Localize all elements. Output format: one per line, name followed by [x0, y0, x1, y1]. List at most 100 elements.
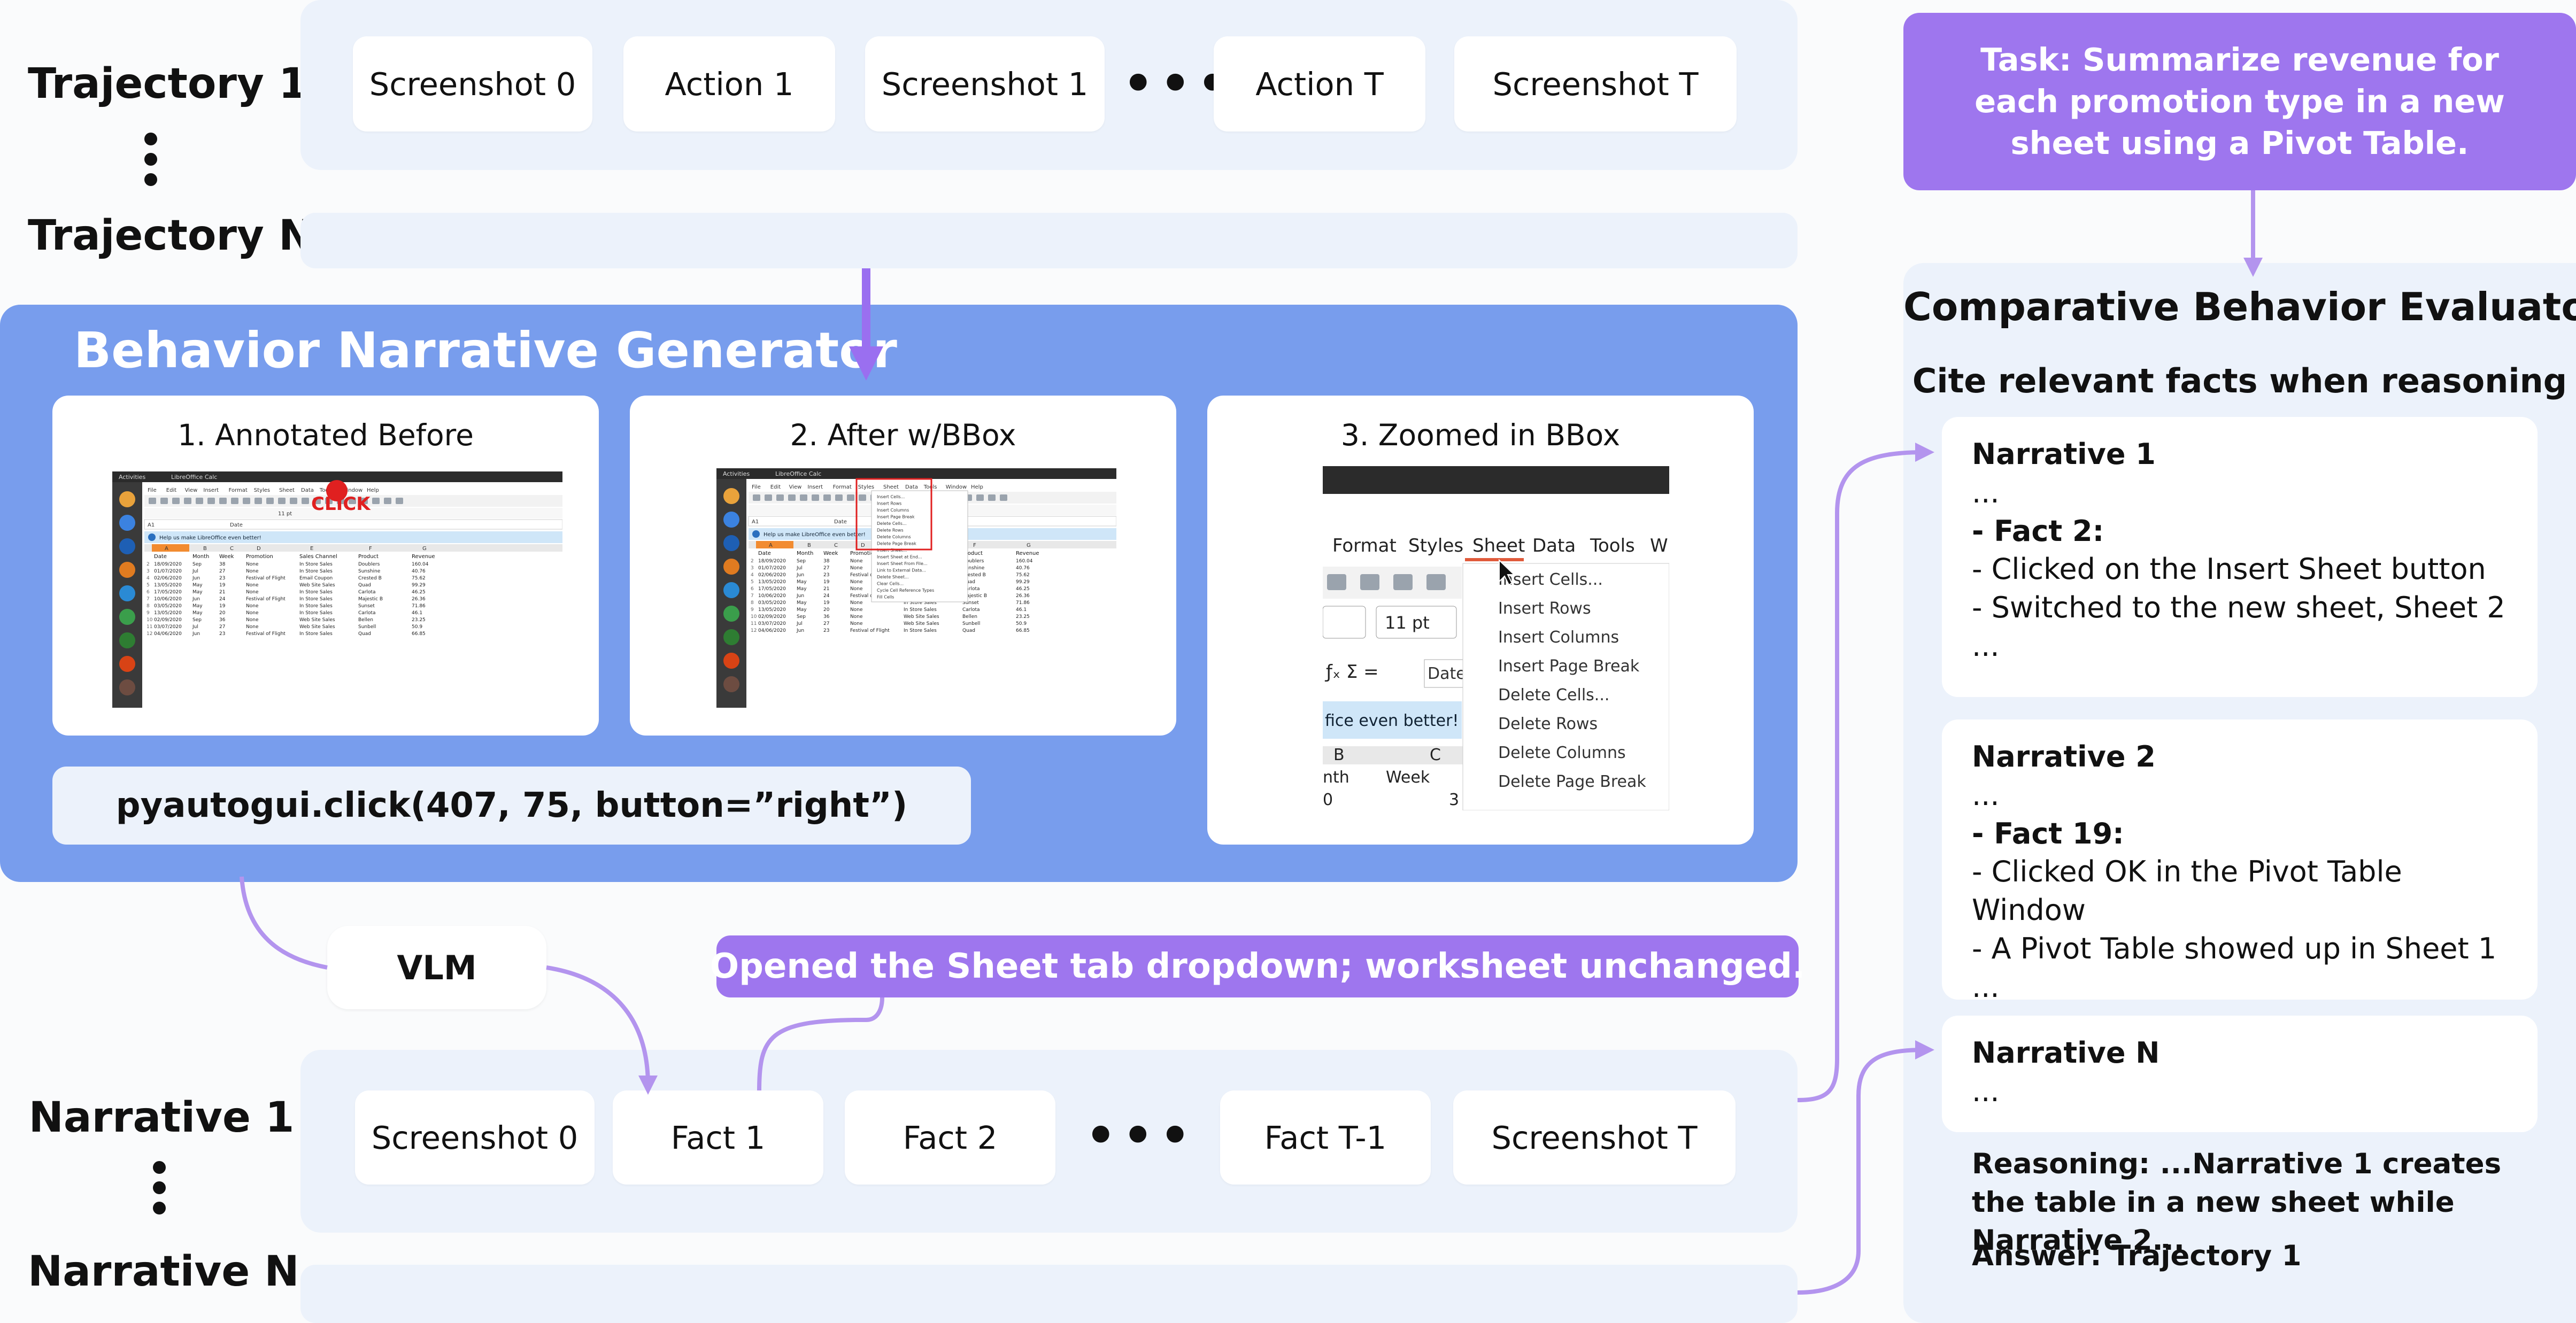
dock-app-icon	[723, 582, 739, 598]
zoom-sheet-underline	[1465, 558, 1524, 561]
thumb-cell: Festival of Flight	[850, 572, 890, 578]
toolbar-icon	[349, 498, 356, 504]
thumb-header-cell: Sales Channel	[299, 554, 337, 560]
thumb-dropdown-item: Link to External Data...	[877, 568, 926, 573]
thumb-cell: 19	[219, 583, 226, 588]
thumb-cell: None	[246, 569, 259, 574]
thumb-dropdown-item: Insert Sheet at End...	[877, 555, 922, 560]
thumb-cell: Festival of Flight	[850, 628, 890, 633]
thumb-header-cell: Date	[154, 554, 167, 560]
thumb-activities: Activities	[723, 470, 750, 477]
thumb-dropdown-item: Clear Cells...	[877, 582, 904, 586]
dock-app-icon	[119, 562, 135, 578]
thumb-col-letter: B	[203, 546, 207, 552]
thumb-col-letter: F	[369, 546, 372, 552]
evaluator-subtitle: Cite relevant facts when reasoning	[1912, 361, 2567, 400]
dock-app-icon	[119, 538, 135, 554]
toolbar-icon	[988, 494, 996, 501]
thumb-cell-ref: A1	[752, 519, 759, 525]
thumb-bbox	[855, 478, 932, 551]
thumb-header-cell: Promotion	[850, 551, 877, 556]
thumb-col-letter: D	[257, 546, 261, 552]
thumb-cell: 26.36	[1016, 593, 1030, 599]
thumb-dropdown-item: Insert Sheet From File...	[877, 561, 928, 566]
zoom-dropdown-item: Delete Cells...	[1498, 686, 1609, 705]
dock-app-icon	[723, 535, 739, 551]
thumb-activities: Activities	[119, 474, 145, 481]
thumb-cell: None	[246, 617, 259, 623]
thumb-cell: None	[850, 566, 863, 571]
zoom-cell-0: 0	[1323, 791, 1333, 809]
thumb-row-number: 12	[146, 631, 152, 637]
thumb-cell: 17/05/2020	[154, 590, 182, 595]
thumb-app-name: LibreOffice Calc	[171, 474, 217, 481]
narrative-ellipsis: •••	[1085, 1108, 1197, 1164]
thumb-col-letter: B	[807, 543, 811, 548]
dock-app-icon	[119, 585, 135, 601]
thumb-menu-item: Data	[301, 488, 314, 493]
code-to-vlm-arrow	[240, 876, 328, 970]
zoom-menu-item: Sheet	[1472, 535, 1525, 556]
dock-app-icon	[119, 491, 135, 507]
toolbar-icon	[160, 498, 168, 504]
thumb-cell: 23	[219, 631, 225, 637]
toolbar-icon	[976, 494, 984, 501]
thumb-dropdown-item: Delete Cells...	[877, 521, 907, 526]
thumb-cell: May	[797, 586, 807, 592]
info-icon	[752, 530, 760, 538]
thumb-topbar	[716, 468, 1116, 479]
thumb-cell: 46.1	[412, 610, 422, 616]
thumb-cell: Web Site Sales	[299, 617, 335, 623]
thumb-row-number: 2	[146, 562, 150, 567]
thumb-cell: Jul	[796, 566, 803, 571]
thumb-cell: Email Coupon	[299, 576, 333, 581]
thumb-cell: Carlota	[358, 590, 376, 595]
zoom-dropdown-item: Delete Rows	[1498, 715, 1598, 733]
zoom-dropdown-item: Insert Cells...	[1498, 570, 1603, 589]
thumb-cell: 04/06/2020	[154, 631, 182, 637]
thumb-cell: None	[850, 600, 863, 606]
toolbar-icon	[396, 498, 403, 504]
thumb-cell: 27	[823, 566, 829, 571]
zoom-topbar	[1323, 466, 1669, 494]
zoom-info-text: fice even better!	[1325, 711, 1459, 730]
thumb-menu-item: Edit	[166, 488, 176, 493]
toolbar-icon	[172, 498, 180, 504]
zoom-font-size: 11 pt	[1385, 613, 1430, 633]
thumb-cell: 23.25	[1016, 614, 1030, 620]
generator-title: Behavior Narrative Generator	[74, 322, 897, 379]
thumb-cell: 66.85	[412, 631, 426, 637]
thumb-row-number: 6	[146, 590, 150, 595]
thumb-cell: None	[850, 559, 863, 564]
action-code-box: pyautogui.click(407, 75, button=”right”)	[52, 767, 971, 845]
thumb-cell: Sunset	[962, 600, 979, 606]
toolbar-icon	[812, 494, 819, 501]
thumb-cell: Majestic B	[358, 597, 383, 602]
zoom-dropdown	[1462, 563, 1669, 810]
thumb-cell: Festival of Flight	[246, 631, 286, 637]
narrative-vertical-ellipsis	[153, 1161, 166, 1214]
thumb-selected-col	[756, 541, 793, 548]
thumb-menu-item: Help	[971, 484, 983, 490]
thumb-menu-item: Tools	[923, 484, 937, 490]
thumb-cell: 24	[823, 593, 830, 599]
zoom-dropdown-item: Delete Columns	[1498, 744, 1626, 762]
toolbar-icon	[835, 494, 843, 501]
thumb-menu-item: Styles	[254, 488, 270, 493]
thumb-col-letter: G	[1027, 543, 1031, 548]
thumb-cell: Bellen	[358, 617, 373, 623]
thumb-cell: 99.29	[1016, 579, 1030, 585]
thumb-header-cell: Week	[823, 551, 838, 556]
thumb-info-text: Help us make LibreOffice even better!	[159, 535, 261, 541]
zoom-menu-item: Data	[1532, 535, 1576, 556]
thumb-header-cell: Week	[219, 554, 234, 560]
thumb-cell: 10/06/2020	[758, 593, 786, 599]
thumb-menu-item: Sheet	[279, 488, 295, 493]
narrative-line: ...	[1972, 1074, 2000, 1108]
thumb-cell: Quad	[962, 579, 975, 585]
thumb-header-cell: Date	[758, 551, 771, 556]
narrative-fact-1: Fact 1	[613, 1090, 823, 1185]
toolbar-icon	[765, 494, 772, 501]
thumb-cell: Web Site Sales	[904, 614, 939, 620]
